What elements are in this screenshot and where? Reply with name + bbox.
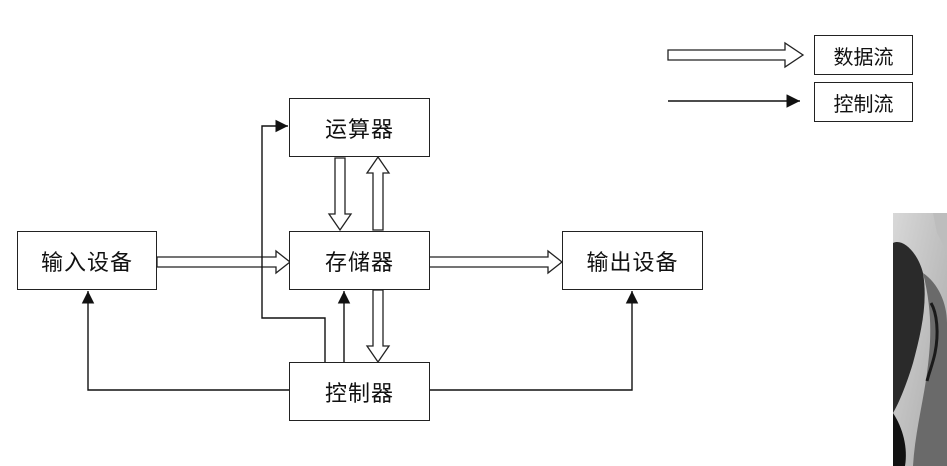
node-output-device: 输出设备 <box>562 231 703 290</box>
legend-data-flow-label: 数据流 <box>814 35 913 75</box>
node-memory: 存储器 <box>289 231 430 290</box>
data-arrow-input-to-memory <box>156 249 292 275</box>
data-arrow-memory-to-alu <box>365 155 391 231</box>
control-arrow-controller-to-alu <box>261 119 326 362</box>
data-arrow-alu-to-memory <box>327 157 353 232</box>
control-arrow-controller-to-input <box>81 291 290 391</box>
data-arrow-memory-to-controller <box>365 289 391 364</box>
data-arrow-memory-to-output <box>428 249 564 275</box>
legend-control-flow-label: 控制流 <box>814 82 913 122</box>
control-arrow-controller-to-output <box>429 291 639 391</box>
node-input-device: 输入设备 <box>17 231 157 290</box>
legend-data-flow-arrow <box>667 41 805 69</box>
node-alu: 运算器 <box>289 98 430 157</box>
portrait-photo <box>893 213 947 466</box>
node-controller: 控制器 <box>289 362 430 421</box>
